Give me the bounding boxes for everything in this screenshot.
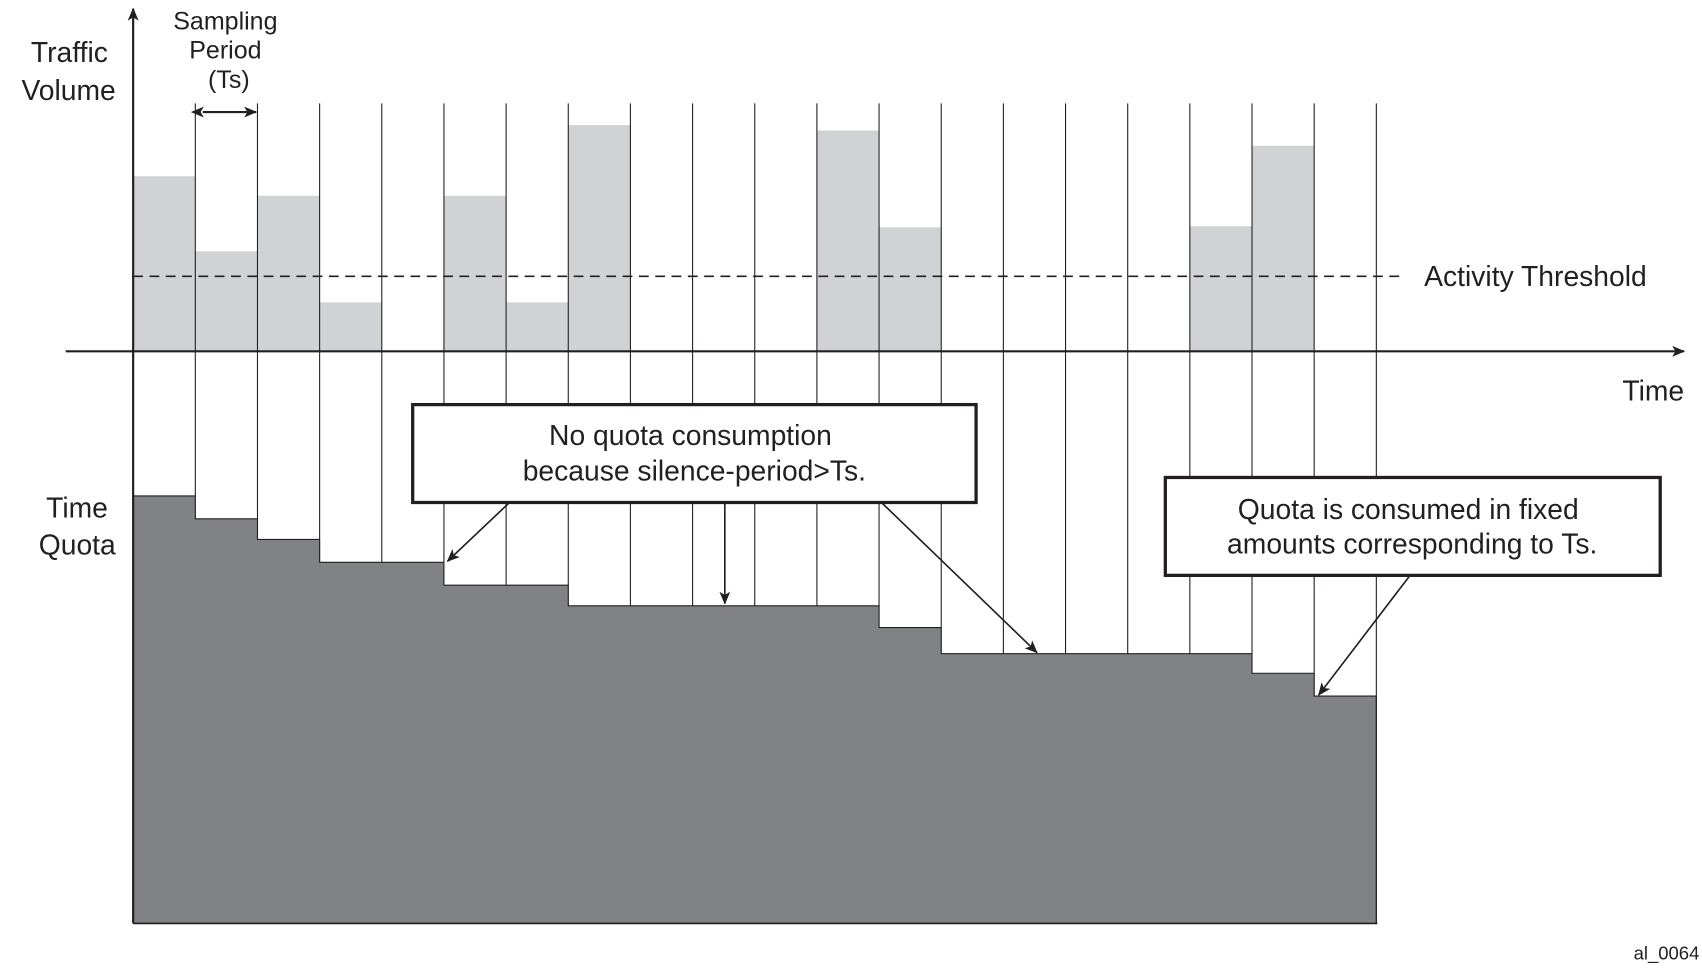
quota-bar: [381, 562, 445, 924]
svg-text:Quota is consumed in fixed: Quota is consumed in fixed amounts corre…: [1227, 493, 1597, 560]
quota-bar: [506, 585, 569, 924]
quota-bar: [133, 495, 196, 924]
quota-bar: [754, 605, 818, 924]
quota-bar: [319, 562, 383, 924]
quota-bar: [568, 605, 631, 924]
quota-area: [133, 495, 1377, 924]
y-axis-label-top: Traffic Volume: [21, 36, 115, 106]
figure-id: al_0064: [1634, 942, 1700, 964]
quota-bar: [443, 585, 507, 924]
traffic-bar: [443, 195, 507, 352]
period-gridlines: [194, 103, 1377, 924]
quota-bar: [879, 627, 942, 924]
quota-bar: [1189, 653, 1253, 924]
traffic-bar: [568, 125, 631, 352]
traffic-bar: [133, 176, 196, 352]
callout-no-consumption: No quota consumption because silence-per…: [411, 402, 1038, 654]
quota-bar: [1314, 696, 1377, 924]
traffic-bar: [1189, 226, 1253, 352]
svg-text:No quota consumption bec: No quota consumption because silence-per…: [523, 419, 866, 487]
y-axis-label-bottom: Time Quota: [39, 492, 116, 561]
traffic-bar: [879, 227, 942, 352]
traffic-bar: [506, 302, 569, 352]
traffic-bar: [195, 251, 258, 352]
traffic-bar: [319, 302, 382, 352]
quota-bar: [941, 653, 1004, 924]
quota-bar: [1127, 653, 1191, 924]
traffic-bar: [816, 130, 880, 352]
traffic-bar: [257, 195, 320, 352]
activity-threshold-label: Activity Threshold: [1424, 260, 1647, 292]
quota-bar: [257, 539, 321, 924]
callout-fixed-consumption: Quota is consumed in fixed amounts corre…: [1163, 475, 1662, 696]
quota-bar: [1252, 673, 1315, 924]
quota-bar: [195, 518, 259, 924]
quota-bar: [692, 605, 756, 924]
traffic-bars: [133, 125, 1315, 352]
sampling-period-label: Sampling Period (Ts): [173, 7, 284, 94]
quota-bar: [1065, 653, 1129, 924]
traffic-bar: [1252, 145, 1315, 352]
quota-bar: [1003, 653, 1067, 924]
time-axis-label: Time: [1622, 374, 1684, 406]
quota-bar: [630, 605, 694, 924]
quota-bar: [816, 605, 880, 924]
